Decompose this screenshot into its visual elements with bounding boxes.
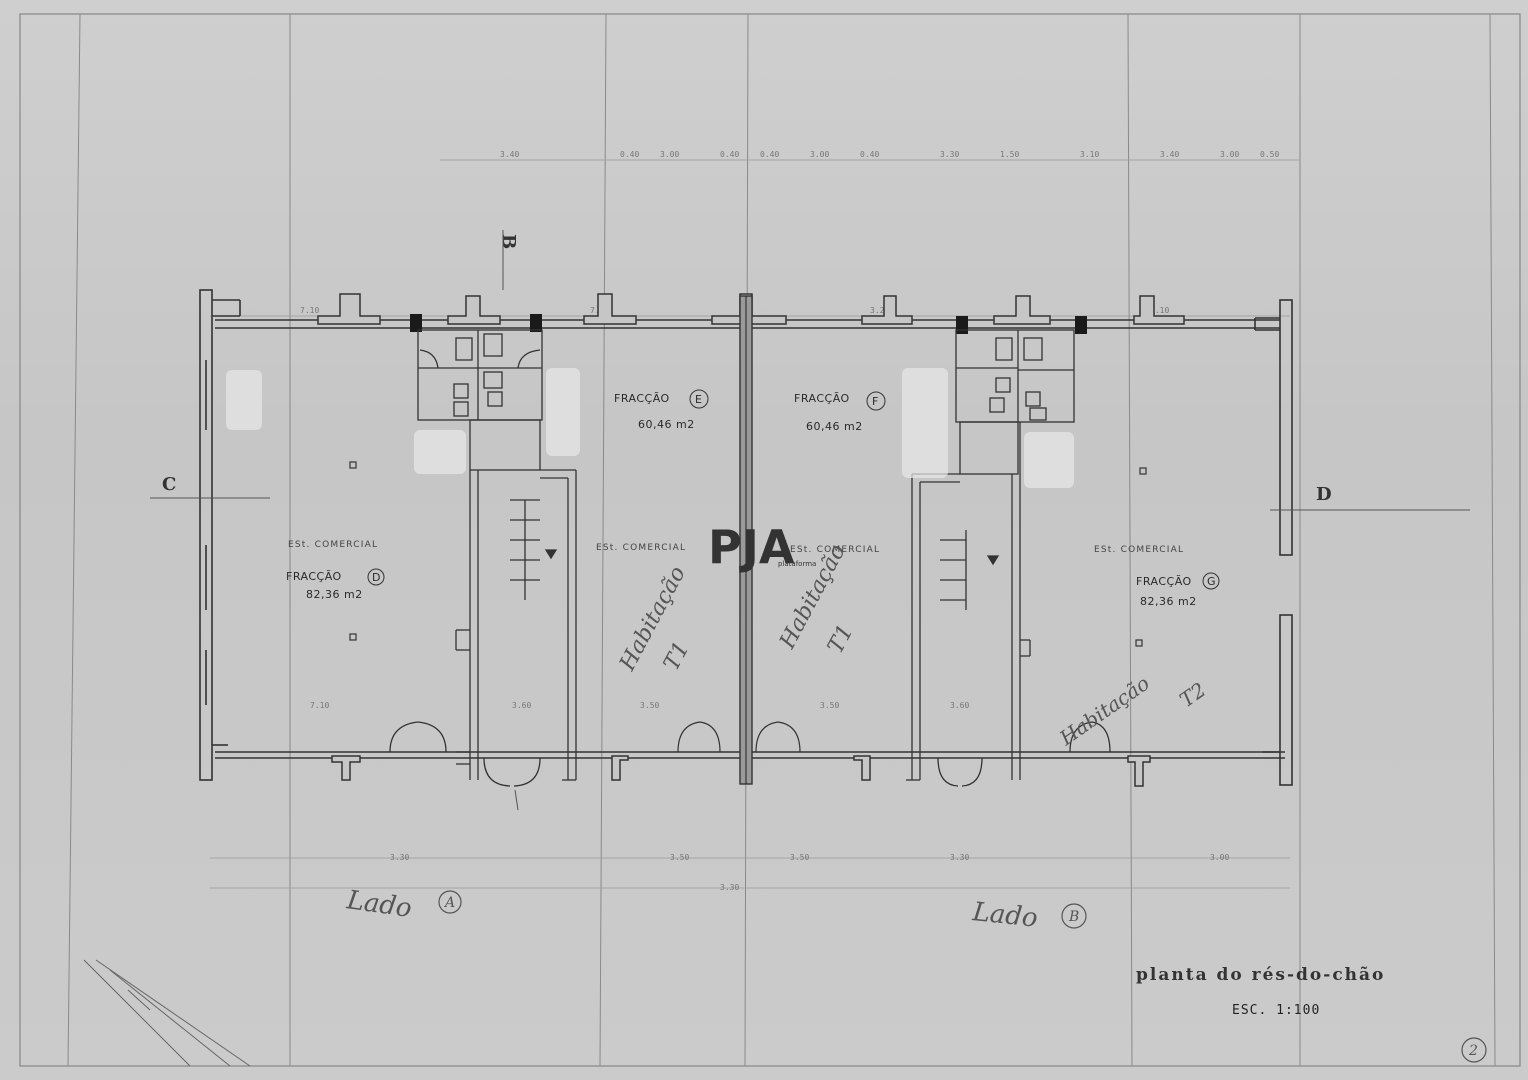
unit-f-use: ESt. COMERCIAL xyxy=(790,545,880,555)
svg-text:0.50: 0.50 xyxy=(1260,150,1279,159)
handwritten-lado-b: Lado xyxy=(970,897,1039,934)
svg-text:3.60: 3.60 xyxy=(950,701,969,710)
pillars-bottom xyxy=(331,755,1151,787)
svg-text:7.10: 7.10 xyxy=(300,306,319,315)
section-marker-c: C xyxy=(162,474,176,495)
right-core xyxy=(906,329,1111,787)
handwritten-lado-a-letter: A xyxy=(443,895,455,911)
column-markers xyxy=(349,461,1147,647)
unit-e-name: FRACÇÃO xyxy=(614,392,670,405)
unit-f-label: ESt. COMERCIAL FRACÇÃO F 60,46 m2 xyxy=(790,391,886,555)
svg-text:3.00: 3.00 xyxy=(1220,150,1239,159)
unit-g-label: ESt. COMERCIAL FRACÇÃO G 82,36 m2 xyxy=(1094,545,1220,608)
section-marker-b: B xyxy=(498,234,519,249)
svg-text:3.30: 3.30 xyxy=(720,883,739,892)
unit-g-use: ESt. COMERCIAL xyxy=(1094,545,1184,555)
unit-d-label: ESt. COMERCIAL FRACÇÃO D 82,36 m2 xyxy=(286,540,385,601)
unit-g-area: 82,36 m2 xyxy=(1140,595,1197,608)
svg-text:3.30: 3.30 xyxy=(940,150,959,159)
sheet-frame xyxy=(19,13,1521,1067)
section-marker-d: D xyxy=(1316,484,1332,505)
svg-text:3.00: 3.00 xyxy=(660,150,679,159)
central-party-wall xyxy=(739,295,753,785)
svg-text:3.20: 3.20 xyxy=(870,306,889,315)
logo-text: PJA xyxy=(708,520,795,574)
pillars-top xyxy=(317,293,1185,325)
unit-f-area: 60,46 m2 xyxy=(806,420,863,433)
title-block: planta do rés-do-chão ESC. 1:100 2 xyxy=(1136,965,1487,1063)
svg-text:3.50: 3.50 xyxy=(790,853,809,862)
svg-text:3.00: 3.00 xyxy=(810,150,829,159)
svg-text:3.50: 3.50 xyxy=(820,701,839,710)
handwritten-notes: Habitação T1 Habitação T1 Habitação T2 L… xyxy=(344,540,1210,933)
svg-text:1.50: 1.50 xyxy=(1000,150,1019,159)
handwritten-t1-2: T1 xyxy=(823,621,859,658)
unit-d-use: ESt. COMERCIAL xyxy=(288,540,378,550)
unit-e-letter: E xyxy=(695,393,702,406)
top-dimension-values: 3.40 0.40 3.00 0.40 0.40 3.00 0.40 3.30 … xyxy=(300,150,1279,892)
svg-text:3.30: 3.30 xyxy=(390,853,409,862)
svg-text:7.10: 7.10 xyxy=(310,701,329,710)
sheet-number: 2 xyxy=(1468,1043,1478,1059)
svg-text:3.10: 3.10 xyxy=(1150,306,1169,315)
svg-text:0.40: 0.40 xyxy=(760,150,779,159)
handwritten-t1-1: T1 xyxy=(659,638,695,675)
svg-text:3.50: 3.50 xyxy=(670,853,689,862)
unit-e-use: ESt. COMERCIAL xyxy=(596,543,686,553)
unit-d-letter: D xyxy=(372,571,381,584)
svg-text:3.00: 3.00 xyxy=(1210,853,1229,862)
pja-logo: PJA plataforma xyxy=(708,520,816,574)
svg-text:0.40: 0.40 xyxy=(620,150,639,159)
svg-text:0.40: 0.40 xyxy=(860,150,879,159)
left-core xyxy=(389,329,577,787)
unit-g-letter: G xyxy=(1207,575,1216,588)
unit-f-letter: F xyxy=(872,395,879,408)
unit-f-name: FRACÇÃO xyxy=(794,392,850,405)
unit-g-name: FRACÇÃO xyxy=(1136,575,1192,588)
handwritten-habitacao-3: Habitação xyxy=(1054,671,1154,751)
logo-subtitle: plataforma xyxy=(778,560,816,568)
svg-text:3.40: 3.40 xyxy=(1160,150,1179,159)
middle-doors xyxy=(677,721,801,753)
handwritten-t2: T2 xyxy=(1175,677,1210,712)
drawing-scale: ESC. 1:100 xyxy=(1232,1003,1320,1018)
unit-e-area: 60,46 m2 xyxy=(638,418,695,431)
unit-d-area: 82,36 m2 xyxy=(306,588,363,601)
section-markers: B C D xyxy=(162,234,1332,505)
svg-text:3.10: 3.10 xyxy=(1080,150,1099,159)
svg-text:0.40: 0.40 xyxy=(720,150,739,159)
unit-d-name: FRACÇÃO xyxy=(286,570,342,583)
corner-sketch-lines xyxy=(83,959,251,1067)
section-cut-lines xyxy=(150,230,1470,811)
unit-e-label: ESt. COMERCIAL FRACÇÃO E 60,46 m2 xyxy=(596,389,709,553)
handwritten-lado-a: Lado xyxy=(344,885,414,924)
svg-text:3.30: 3.30 xyxy=(950,853,969,862)
drawing-title: planta do rés-do-chão xyxy=(1136,965,1385,985)
erased-patches xyxy=(226,368,1074,488)
svg-text:3.60: 3.60 xyxy=(512,701,531,710)
svg-text:3.50: 3.50 xyxy=(640,701,659,710)
svg-text:3.40: 3.40 xyxy=(500,150,519,159)
handwritten-lado-b-letter: B xyxy=(1068,909,1079,925)
